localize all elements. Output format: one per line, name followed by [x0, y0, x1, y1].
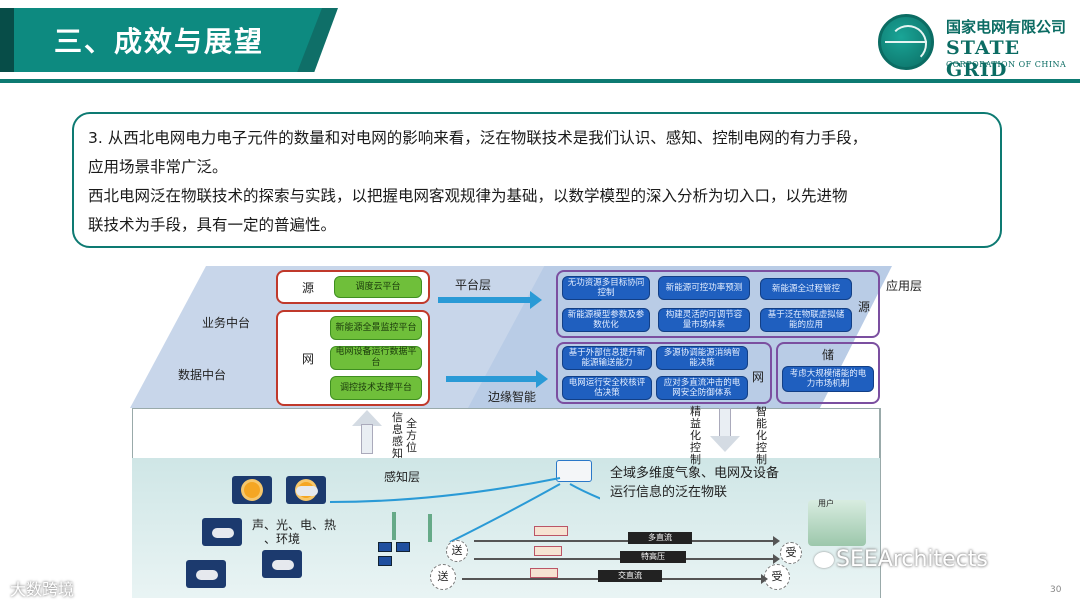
company-subtitle: CORPORATION OF CHINA: [946, 60, 1066, 69]
intelligent-control-label: 智能化控制: [756, 406, 768, 466]
app-item-3: 新能源全过程管控: [760, 278, 852, 300]
send-circle-small: 送: [446, 540, 468, 562]
rainbow-weather-icon: [186, 560, 226, 588]
solar-panel-icon: [378, 542, 392, 552]
company-name-cn: 国家电网有限公司: [946, 16, 1066, 37]
info-sensing-label: 信息感知: [392, 412, 404, 460]
wind-turbine-icon: [392, 512, 396, 540]
all-round-label: 全方位: [406, 418, 418, 454]
app-item-4: 新能源模型参数及参数优化: [562, 308, 650, 332]
mini-tag-3: [530, 568, 558, 578]
page-title: 三、成效与展望: [54, 20, 264, 60]
summary-line-2: 应用场景非常广泛。: [88, 153, 986, 182]
down-arrow-icon: [710, 408, 740, 452]
app-item-11: 考虑大规模储能的电力市场机制: [782, 366, 874, 392]
flow-tag-acdc: 交直流: [598, 570, 662, 582]
platform-to-app-arrow-bottom: [446, 376, 536, 382]
application-layer-label: 应用层: [886, 277, 922, 294]
wechat-icon: [814, 552, 834, 568]
solar-panel-icon-2: [396, 542, 410, 552]
sunny-weather-icon: [232, 476, 272, 504]
user-label: 用户: [818, 498, 834, 509]
business-center-label: 业务中台: [202, 314, 250, 331]
app-item-2: 新能源可控功率预测: [658, 276, 750, 300]
app-item-1: 无功资源多目标协同控制: [562, 276, 650, 300]
user-city-icon: [808, 500, 866, 546]
app-item-7: 基于外部信息提升新能源输送能力: [562, 346, 652, 370]
app-item-10: 应对多直流冲击的电网安全防御体系: [656, 376, 748, 400]
app-item-8: 多源协调能源消纳智能决策: [656, 346, 748, 370]
company-name-en: STATE GRID: [946, 37, 1080, 81]
platform-to-app-arrow-top: [438, 297, 530, 303]
watermark-right: SEEArchitects: [836, 547, 988, 572]
app-grid-label: 网: [752, 368, 764, 385]
flow-tag-multi-dc: 多直流: [628, 532, 692, 544]
up-arrow-icon: [352, 410, 382, 454]
app-source-label: 源: [858, 298, 870, 315]
send-circle: 送: [430, 564, 456, 590]
edge-intelligence-label: 边缘智能: [488, 388, 536, 405]
app-item-9: 电网运行安全校核评估决策: [562, 376, 652, 400]
snow-weather-icon: [262, 550, 302, 578]
weather-caption-2: 、环境: [264, 530, 300, 547]
dispatch-cloud-pill: 调度云平台: [334, 276, 422, 298]
flow-line-1: [474, 540, 774, 542]
wind-turbine-icon-2: [428, 514, 432, 542]
flow-tag-uhv: 特高压: [620, 551, 686, 563]
mini-tag-1: [534, 526, 568, 536]
solar-panel-icon-3: [378, 556, 392, 566]
header: 三、成效与展望 国家电网有限公司 STATE GRID CORPORATION …: [0, 0, 1080, 84]
state-grid-logo-icon: [878, 14, 934, 70]
app-item-6: 基于泛在物联虚拟储能的应用: [760, 308, 852, 332]
summary-line-4: 联技术为手段，具有一定的普遍性。: [88, 211, 986, 240]
summary-textbox: 3. 从西北电网电力电子元件的数量和对电网的影响来看，泛在物联技术是我们认识、感…: [72, 112, 1002, 248]
data-center-label: 数据中台: [178, 366, 226, 383]
platform-source-label: 源: [302, 279, 314, 296]
app-item-5: 构建灵活的可调节容量市场体系: [658, 308, 750, 332]
lean-control-label: 精益化控制: [690, 406, 702, 466]
platform-grid-label: 网: [302, 350, 314, 367]
platform-layer-label: 平台层: [455, 276, 491, 293]
storm-weather-icon: [202, 518, 242, 546]
receive-circle-small: 受: [780, 542, 802, 564]
summary-line-1: 3. 从西北电网电力电子元件的数量和对电网的影响来看，泛在物联技术是我们认识、感…: [88, 124, 986, 153]
mini-tag-2: [534, 546, 562, 556]
new-energy-monitor-pill: 新能源全景监控平台: [330, 316, 422, 340]
app-storage-label: 储: [822, 346, 834, 363]
summary-line-3: 西北电网泛在物联技术的探索与实践，以把握电网客观规律为基础，以数学模型的深入分析…: [88, 182, 986, 211]
control-support-pill: 调控技术支撑平台: [330, 376, 422, 400]
sensing-caption-1: 全域多维度气象、电网及设备: [610, 462, 779, 481]
watermark-left: 大数跨境: [10, 576, 74, 600]
title-accent: [0, 8, 14, 72]
equipment-data-pill: 电网设备运行数据平台: [330, 346, 422, 370]
sensing-caption-2: 运行信息的泛在物联: [610, 481, 727, 500]
page-number: 30: [1050, 585, 1061, 595]
header-divider: [0, 79, 1080, 83]
